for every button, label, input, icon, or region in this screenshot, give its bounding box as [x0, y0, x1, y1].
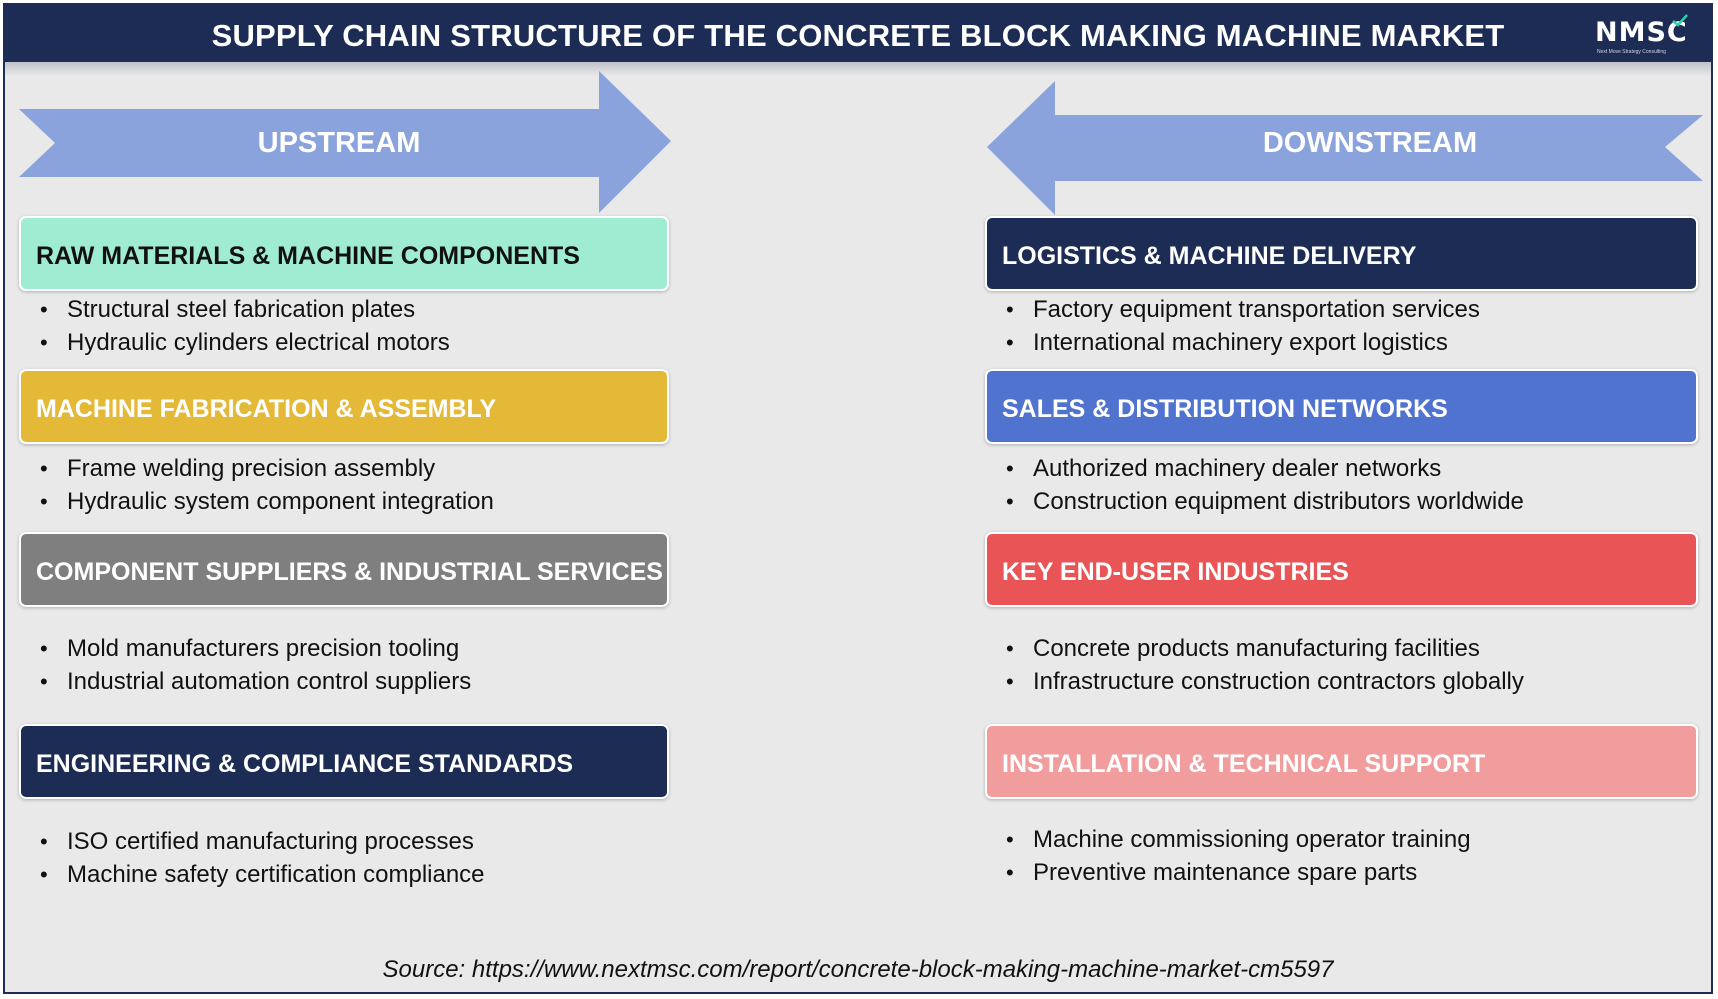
downstream-list-installation: Machine commissioning operator training … — [985, 823, 1471, 889]
box-title: RAW MATERIALS & MACHINE COMPONENTS — [36, 242, 580, 270]
downstream-box-logistics: LOGISTICS & MACHINE DELIVERY — [985, 216, 1698, 291]
downstream-list-end-users: Concrete products manufacturing faciliti… — [985, 632, 1524, 698]
upstream-arrow-shape — [19, 71, 671, 213]
list-item: Preventive maintenance spare parts — [985, 856, 1471, 889]
list-item: Machine safety certification compliance — [19, 858, 485, 891]
list-item: Infrastructure construction contractors … — [985, 665, 1524, 698]
upstream-box-engineering: ENGINEERING & COMPLIANCE STANDARDS — [19, 724, 669, 799]
downstream-arrow — [987, 81, 1703, 215]
box-title: KEY END-USER INDUSTRIES — [1002, 558, 1349, 586]
list-item: Hydraulic system component integration — [19, 485, 494, 518]
box-title: SALES & DISTRIBUTION NETWORKS — [1002, 395, 1448, 423]
list-item: Mold manufacturers precision tooling — [19, 632, 471, 665]
nmsc-logo: NMSC Next Move Strategy Consulting — [1593, 13, 1689, 57]
list-item: Concrete products manufacturing faciliti… — [985, 632, 1524, 665]
list-item: ISO certified manufacturing processes — [19, 825, 485, 858]
upstream-list-fabrication: Frame welding precision assembly Hydraul… — [19, 452, 494, 518]
upstream-list-engineering: ISO certified manufacturing processes Ma… — [19, 825, 485, 891]
box-title: COMPONENT SUPPLIERS & INDUSTRIAL SERVICE… — [36, 558, 663, 586]
downstream-box-sales: SALES & DISTRIBUTION NETWORKS — [985, 369, 1698, 444]
downstream-box-end-users: KEY END-USER INDUSTRIES — [985, 532, 1698, 607]
logo-text: NMSC — [1595, 17, 1688, 48]
list-item: International machinery export logistics — [985, 326, 1480, 359]
source-citation: Source: https://www.nextmsc.com/report/c… — [382, 956, 1334, 983]
box-title: ENGINEERING & COMPLIANCE STANDARDS — [36, 750, 574, 778]
downstream-arrow-shape — [987, 81, 1703, 215]
list-item: Construction equipment distributors worl… — [985, 485, 1524, 518]
upstream-box-raw-materials: RAW MATERIALS & MACHINE COMPONENTS — [19, 216, 669, 291]
downstream-list-sales: Authorized machinery dealer networks Con… — [985, 452, 1524, 518]
upstream-list-raw-materials: Structural steel fabrication plates Hydr… — [19, 293, 450, 359]
logo-check-icon — [1672, 14, 1688, 27]
list-item: Industrial automation control suppliers — [19, 665, 471, 698]
box-title: MACHINE FABRICATION & ASSEMBLY — [36, 395, 497, 423]
box-title: INSTALLATION & TECHNICAL SUPPORT — [1002, 750, 1486, 778]
list-item: Frame welding precision assembly — [19, 452, 494, 485]
downstream-box-installation: INSTALLATION & TECHNICAL SUPPORT — [985, 724, 1698, 799]
diagram-frame: SUPPLY CHAIN STRUCTURE OF THE CONCRETE B… — [3, 3, 1713, 994]
upstream-box-component-suppliers: COMPONENT SUPPLIERS & INDUSTRIAL SERVICE… — [19, 532, 669, 607]
list-item: Structural steel fabrication plates — [19, 293, 450, 326]
box-title: LOGISTICS & MACHINE DELIVERY — [1002, 242, 1417, 270]
upstream-arrow — [19, 71, 671, 213]
list-item: Hydraulic cylinders electrical motors — [19, 326, 450, 359]
upstream-box-fabrication: MACHINE FABRICATION & ASSEMBLY — [19, 369, 669, 444]
list-item: Factory equipment transportation service… — [985, 293, 1480, 326]
list-item: Authorized machinery dealer networks — [985, 452, 1524, 485]
logo-subtitle: Next Move Strategy Consulting — [1597, 49, 1666, 55]
downstream-label: DOWNSTREAM — [1262, 127, 1478, 159]
downstream-list-logistics: Factory equipment transportation service… — [985, 293, 1480, 359]
header-shadow — [5, 62, 1711, 76]
upstream-list-component-suppliers: Mold manufacturers precision tooling Ind… — [19, 632, 471, 698]
header-bar: SUPPLY CHAIN STRUCTURE OF THE CONCRETE B… — [5, 5, 1711, 62]
page-title: SUPPLY CHAIN STRUCTURE OF THE CONCRETE B… — [211, 18, 1505, 53]
list-item: Machine commissioning operator training — [985, 823, 1471, 856]
upstream-label: UPSTREAM — [257, 127, 421, 159]
